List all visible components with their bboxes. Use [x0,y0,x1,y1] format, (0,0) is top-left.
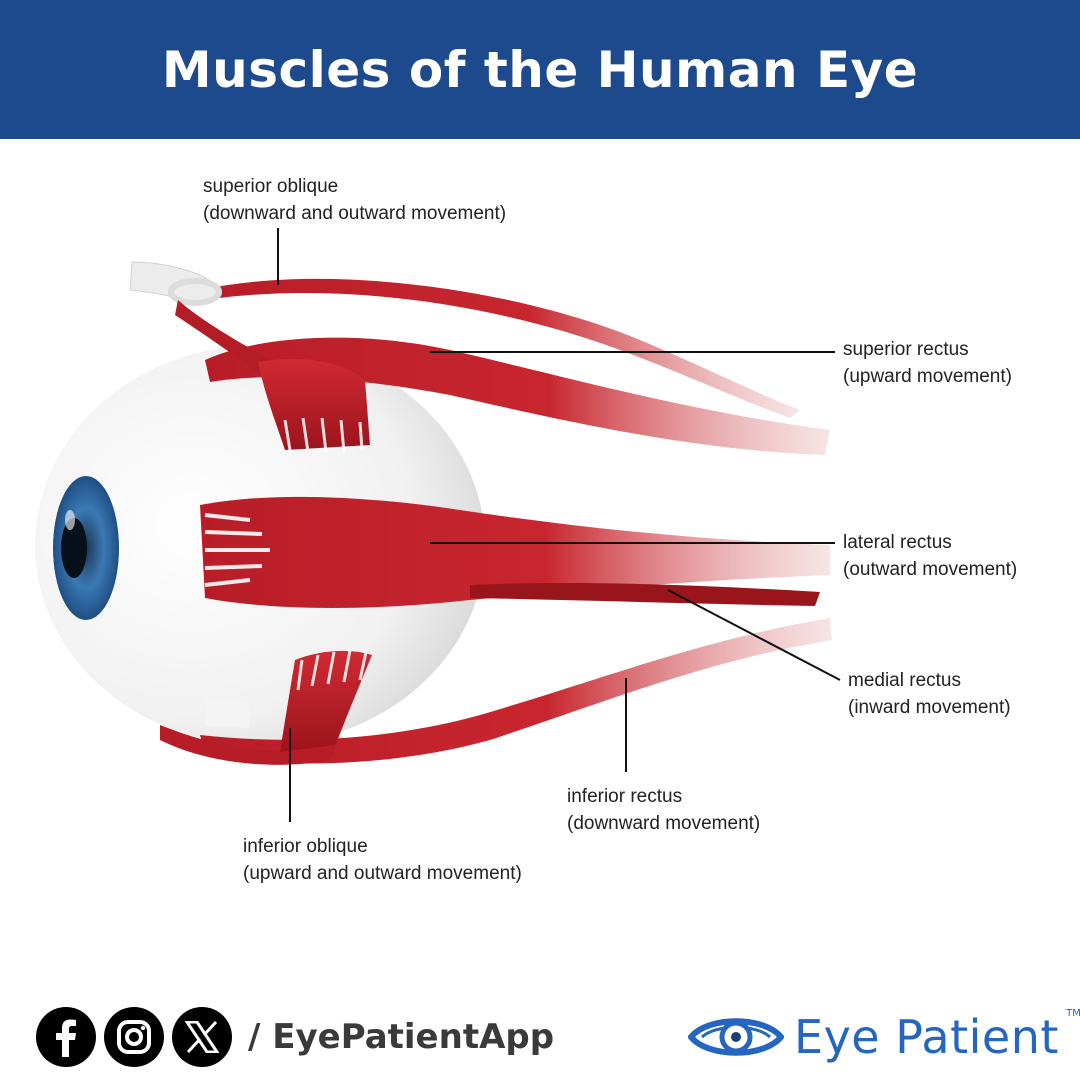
x-icon[interactable] [172,1007,232,1067]
inferior-rectus-tendon [205,700,250,728]
medial-rectus-action: (inward movement) [848,697,1011,718]
social-handle[interactable]: / EyePatientApp [248,1017,555,1057]
eye-muscle-diagram: superior oblique (downward and outward m… [0,139,1080,959]
label-inferior-oblique: inferior oblique (upward and outward mov… [243,833,522,887]
inferior-rectus-action: (downward movement) [567,813,761,834]
superior-tendon-fibers [283,417,364,453]
label-superior-rectus: superior rectus (upward movement) [843,336,1012,390]
iris-highlight [65,510,75,530]
eye-logo-icon [688,1018,784,1056]
inferior-oblique-name: inferior oblique [243,836,368,857]
trochlea-ring [168,278,222,306]
superior-oblique-name: superior oblique [203,176,339,197]
brand-logo[interactable]: Eye Patient TM [688,1008,1080,1064]
eye-illustration [35,228,841,822]
superior-oblique-action: (downward and outward movement) [203,203,507,224]
pupil [61,518,87,578]
inferior-oblique-insertion [280,650,372,752]
instagram-icon[interactable] [104,1007,164,1067]
medial-rectus-name: medial rectus [848,670,961,691]
facebook-icon[interactable] [36,1007,96,1067]
lateral-rectus-muscle [200,496,830,608]
superior-rectus-muscle [205,337,830,455]
header-banner: Muscles of the Human Eye [0,0,1080,139]
lateral-rectus-name: lateral rectus [843,532,952,553]
label-inferior-rectus: inferior rectus (downward movement) [567,783,760,837]
leader-lines [277,228,841,822]
label-medial-rectus: medial rectus (inward movement) [848,667,1011,721]
medial-rectus-muscle [470,582,820,606]
inferior-rectus-muscle [200,618,832,764]
superior-rectus-action: (upward movement) [843,366,1012,387]
label-superior-oblique: superior oblique (downward and outward m… [203,173,506,227]
social-links: / EyePatientApp [36,1007,554,1067]
lateral-rectus-action: (outward movement) [843,559,1018,580]
footer: / EyePatientApp Eye Patient TM [0,990,1080,1080]
leader-medial-rectus [667,589,841,681]
inferior-rectus-name: inferior rectus [567,786,683,807]
inferior-oblique-action: (upward and outward movement) [243,863,522,884]
page-title: Muscles of the Human Eye [161,40,919,99]
lateral-tendon-fibers [204,513,270,587]
trademark-mark: TM [1066,1008,1080,1019]
brand-name: Eye Patient [794,1010,1059,1064]
superior-rectus-name: superior rectus [843,339,969,360]
label-lateral-rectus: lateral rectus (outward movement) [843,529,1017,583]
inferior-tendon-fibers [296,649,368,691]
superior-oblique-muscle [200,278,800,418]
